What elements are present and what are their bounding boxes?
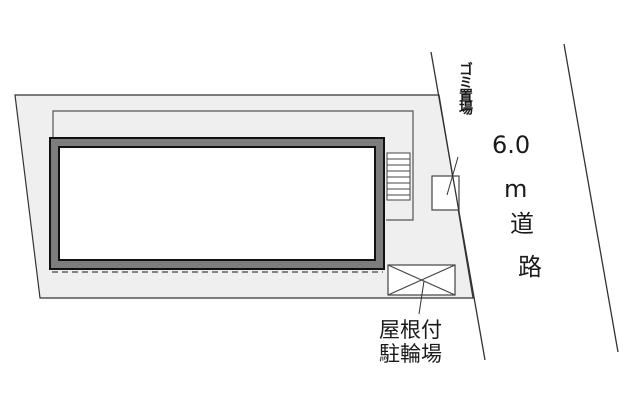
road-edge-left	[430, 51, 486, 361]
road-edge-right	[563, 43, 619, 353]
garbage-area-box	[431, 175, 460, 211]
road-unit-label: m	[504, 175, 528, 203]
bike-parking-box	[387, 264, 456, 296]
stairs	[386, 152, 411, 201]
bike-parking-label-line2: 駐輪場	[379, 342, 442, 367]
bike-parking-label-line1: 屋根付	[379, 318, 442, 342]
road-label-char-2: 路	[518, 253, 542, 281]
road-label-char-1: 道	[510, 210, 534, 238]
walkway-outline	[52, 110, 414, 221]
bike-parking-label: 屋根付 駐輪場	[379, 318, 442, 366]
road-width-label: 6.0	[492, 131, 531, 159]
bike-leader-line	[418, 280, 425, 315]
building-inner	[58, 146, 376, 261]
garbage-area-label: ゴミ置場	[457, 62, 473, 114]
